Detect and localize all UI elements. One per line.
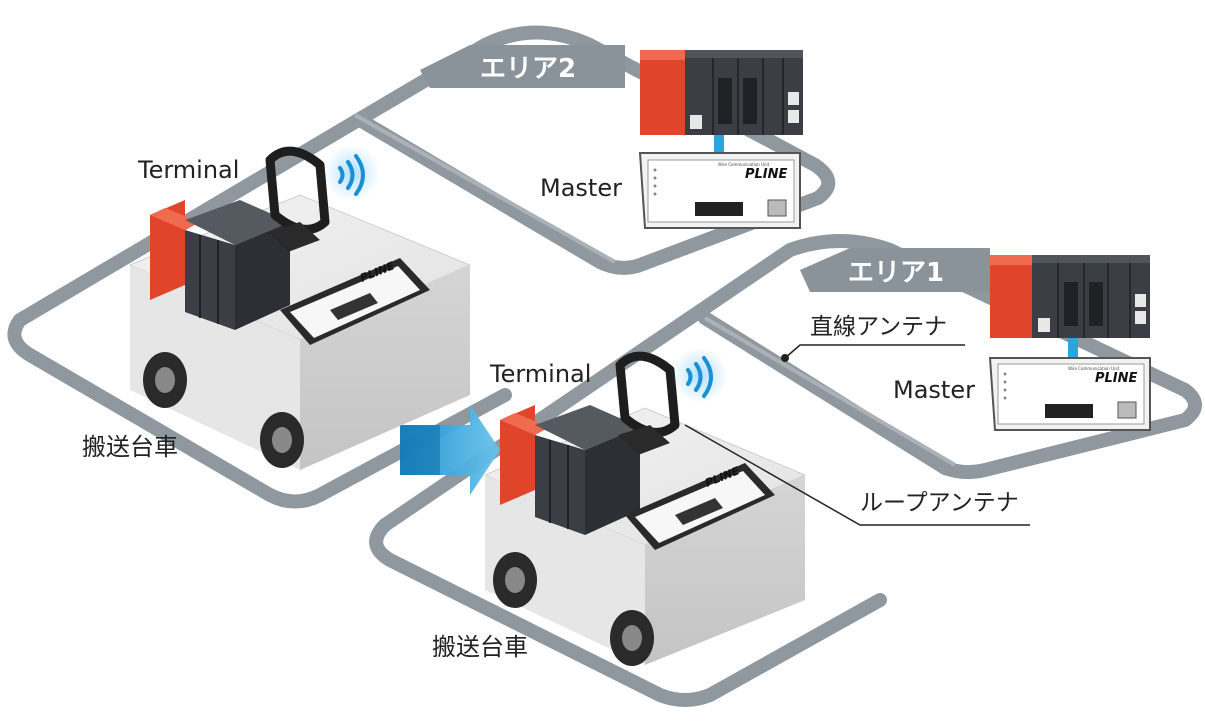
cart-left-label: 搬送台車 bbox=[82, 433, 178, 461]
master-unit-right: PLINE Wire Communication Unit bbox=[988, 357, 1151, 431]
plc-rack-top bbox=[640, 50, 803, 135]
master-right-label: Master bbox=[893, 376, 975, 404]
wifi-icon bbox=[672, 347, 728, 403]
terminal-right-label: Terminal bbox=[489, 360, 591, 388]
cart-right-loop-antenna bbox=[615, 351, 680, 455]
master-top-brand: PLINE bbox=[745, 167, 788, 182]
master-top-label: Master bbox=[540, 174, 622, 202]
master-right-brand: PLINE bbox=[1095, 371, 1138, 386]
master-top-panel-text: Wire Communication Unit bbox=[718, 162, 770, 167]
terminal-left-label: Terminal bbox=[137, 156, 239, 184]
cart-right-wheels bbox=[493, 552, 654, 666]
cart-left: PLINE Terminal 搬送台車 bbox=[82, 145, 472, 470]
callout-loop-antenna: ループアンテナ bbox=[684, 424, 1030, 526]
area1-track bbox=[369, 234, 1202, 707]
plc-rack-right bbox=[990, 255, 1150, 338]
cart-left-wheels bbox=[143, 352, 304, 468]
master-top: PLINE Wire Communication Unit Master bbox=[540, 50, 803, 229]
linear-antenna-label: 直線アンテナ bbox=[810, 314, 947, 340]
area2-tag: エリア2 bbox=[420, 45, 625, 88]
master-unit-top: PLINE Wire Communication Unit bbox=[638, 152, 801, 229]
master-right-panel-text: Wire Communication Unit bbox=[1068, 366, 1120, 371]
cart-right: PLINE Terminal 搬送台車 bbox=[432, 347, 807, 666]
area2-label: エリア2 bbox=[480, 54, 576, 84]
loop-antenna-label: ループアンテナ bbox=[860, 490, 1019, 516]
cart-right-terminal-unit: PLINE bbox=[625, 463, 775, 550]
cart-left-plc bbox=[150, 200, 290, 330]
master-right: PLINE Wire Communication Unit Master bbox=[893, 255, 1151, 431]
cart-right-plc bbox=[500, 405, 640, 535]
callout-linear-antenna: 直線アンテナ bbox=[781, 314, 965, 362]
area1-tag: エリア1 bbox=[800, 248, 990, 292]
area1-label: エリア1 bbox=[848, 258, 944, 288]
area2-track bbox=[7, 25, 836, 509]
cart-left-loop-antenna bbox=[265, 146, 330, 252]
transfer-arrow bbox=[400, 405, 500, 495]
wifi-icon bbox=[324, 145, 380, 201]
cart-right-label: 搬送台車 bbox=[432, 633, 528, 661]
